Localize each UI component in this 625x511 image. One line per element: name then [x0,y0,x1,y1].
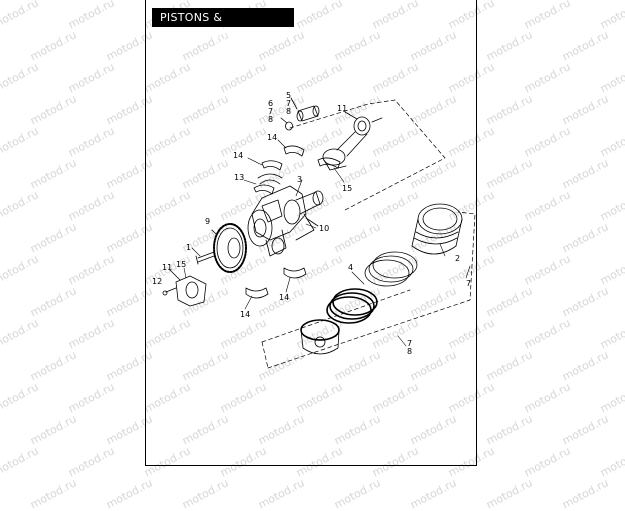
crankshaft [247,185,324,257]
callout-13: 13 [234,173,244,182]
watermark-text: motod.ru [408,476,459,511]
callout-14-a: 14 [267,133,277,142]
page-title: PISTONS & CRANKSHAFTS [152,8,294,43]
callout-5-7: 7 [286,99,291,108]
callout-14-d: 14 [279,293,289,302]
watermark-text: motod.ru [104,476,155,511]
callout-7-right: 7 [466,279,471,288]
screw [162,287,177,296]
sprocket-gear [211,223,247,273]
callout-5-8: 8 [286,107,291,116]
callout-2: 2 [455,254,460,263]
callout-15-a: 15 [342,184,352,193]
connecting-rod-top [322,111,383,171]
circlip [280,117,293,131]
bearing-shells [245,145,341,299]
wrist-pin [290,97,320,122]
piston-rings-upper [364,251,418,287]
crank-bolt [195,251,215,265]
callout-4: 4 [348,263,353,272]
callout-11-left: 11 [162,263,172,272]
callout-11-top: 11 [337,104,347,113]
callout-1: 1 [186,243,191,252]
callout-6-7: 7 [268,107,273,116]
callout-labels: 1 2 3 4 5 7 8 6 7 8 7 7 8 9 10 11 11 12 … [152,91,471,356]
callout-8-bottom: 8 [407,347,412,356]
callout-leaders [183,139,471,347]
callout-7-bottom: 7 [407,339,412,348]
diagram-frame [145,0,477,466]
watermark-text: motod.ru [484,476,535,511]
callout-12: 12 [152,277,162,286]
connecting-rod-cap [169,269,207,307]
callout-10: 10 [319,224,329,233]
callout-6-8: 8 [268,115,273,124]
callout-14-b: 14 [233,151,243,160]
piston [300,319,340,355]
dashed-assembly-outline [261,99,476,369]
piston-rings-lower [326,288,378,324]
callout-15-b: 15 [176,260,186,269]
callout-3: 3 [297,175,302,184]
thrust-washer [257,173,283,185]
watermark-text: motod.ru [180,476,231,511]
callout-5: 5 [286,91,291,100]
watermark-text: motod.ru [256,476,307,511]
watermark-text: motod.ru [560,476,611,511]
exploded-parts-diagram: 1 2 3 4 5 7 8 6 7 8 7 7 8 9 10 11 11 12 … [152,91,476,369]
callout-9: 9 [205,217,210,226]
callout-6: 6 [268,99,273,108]
watermark-text: motod.ru [332,476,383,511]
cylinder-sleeve [411,203,463,255]
watermark-text: motod.ru [28,476,79,511]
callout-14-c: 14 [240,310,250,319]
